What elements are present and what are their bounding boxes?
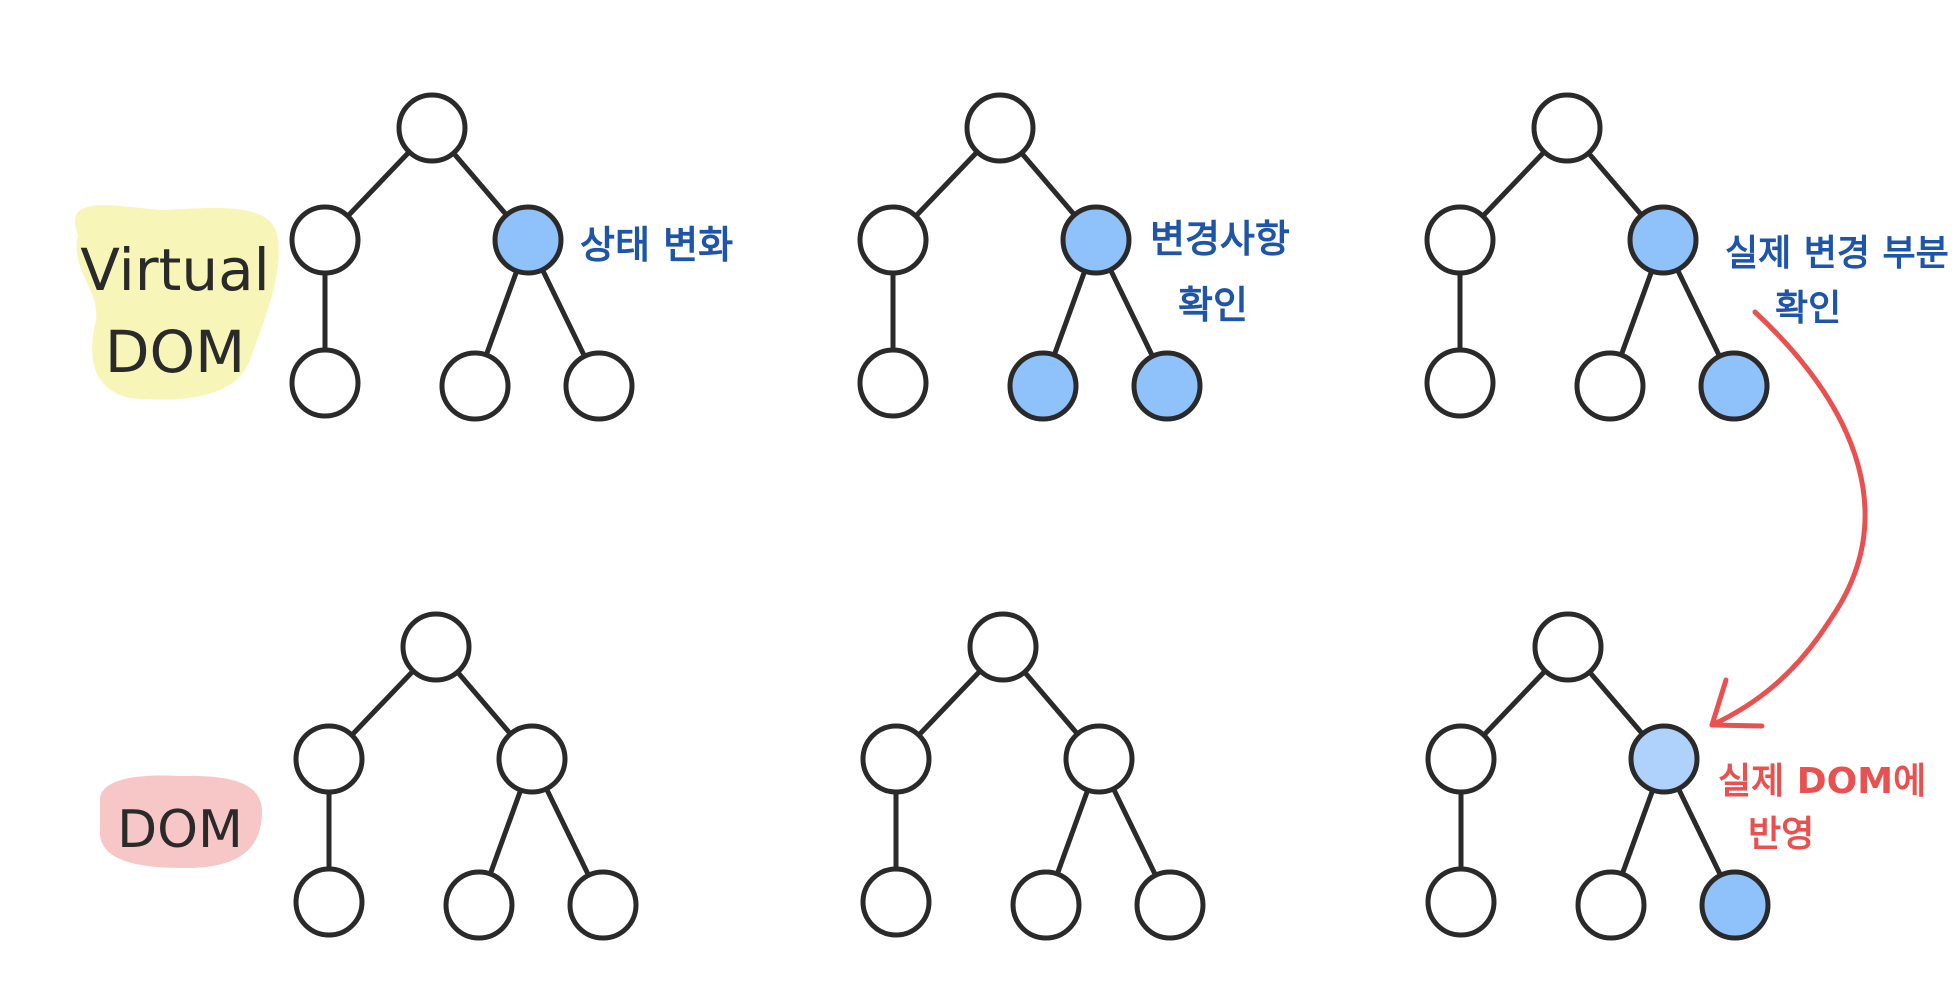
tree-edge-root-left-child	[916, 668, 983, 738]
tree-node-left-child	[289, 204, 361, 276]
tree-node-grandchild-right	[567, 869, 639, 941]
tree-node-grandchild-right	[1698, 350, 1770, 422]
virtual-label-line2: DOM	[105, 318, 245, 386]
tree-edge-root-left-child	[1480, 149, 1547, 219]
check-changes-line1: 변경사항	[1150, 217, 1290, 261]
tree-node-grandchild-left	[1425, 866, 1497, 938]
tree-edge-root-left-child	[1481, 668, 1548, 738]
virtual-label-line1: Virtual	[80, 236, 270, 304]
tree-node-grandchild-right	[1699, 869, 1771, 941]
tree-node-root	[967, 611, 1039, 683]
tree-node-grandchild-middle	[1007, 350, 1079, 422]
tree-node-right-child	[1060, 204, 1132, 276]
tree-node-root	[396, 92, 468, 164]
tree-node-root	[1531, 92, 1603, 164]
tree-node-left-child	[860, 723, 932, 795]
annotation-check-changes: 변경사항 확인	[1150, 217, 1290, 327]
tree-node-right-child	[1063, 723, 1135, 795]
tree-edge-root-right-child	[1585, 150, 1645, 218]
tree-node-left-child	[857, 204, 929, 276]
trees-layer	[289, 92, 1771, 941]
tree-edge-right-child-grandchild-middle	[1618, 268, 1655, 358]
tree-edge-root-left-child	[345, 149, 412, 219]
dom-label: DOM	[99, 775, 262, 868]
apply-dom-line2: 반영	[1748, 814, 1814, 855]
dom-tree-step-2	[860, 611, 1206, 941]
tree-node-root	[964, 92, 1036, 164]
tree-edge-right-child-grandchild-right	[1675, 786, 1724, 878]
tree-node-grandchild-middle	[439, 350, 511, 422]
tree-node-grandchild-left	[857, 347, 929, 419]
tree-node-root	[1532, 611, 1604, 683]
tree-node-grandchild-right	[1134, 869, 1206, 941]
check-actual-line2: 확인	[1775, 288, 1841, 329]
tree-edge-right-child-grandchild-middle	[1054, 787, 1091, 877]
tree-node-grandchild-middle	[1010, 869, 1082, 941]
tree-edge-root-right-child	[450, 150, 510, 218]
tree-node-grandchild-right	[563, 350, 635, 422]
tree-node-right-child	[492, 204, 564, 276]
annotation-state-change: 상태 변화	[580, 223, 733, 267]
tree-node-grandchild-left	[293, 866, 365, 938]
virtual-dom-tree-step-3	[1424, 92, 1770, 422]
tree-edge-right-child-grandchild-right	[1107, 267, 1156, 359]
tree-node-right-child	[1628, 723, 1700, 795]
virtual-dom-tree-step-1	[289, 92, 635, 422]
tree-edge-right-child-grandchild-right	[543, 786, 592, 878]
annotation-apply-dom: 실제 DOM에 반영	[1718, 761, 1926, 855]
tree-edge-right-child-grandchild-right	[1110, 786, 1159, 878]
tree-edge-right-child-grandchild-middle	[1619, 787, 1656, 877]
tree-node-left-child	[293, 723, 365, 795]
check-actual-line1: 실제 변경 부분	[1725, 233, 1949, 274]
virtual-dom-tree-step-2	[857, 92, 1203, 422]
tree-node-left-child	[1424, 204, 1496, 276]
red-arrow	[1709, 309, 1868, 729]
tree-edge-right-child-grandchild-right	[539, 267, 588, 359]
tree-node-root	[400, 611, 472, 683]
tree-node-right-child	[1627, 204, 1699, 276]
tree-node-grandchild-middle	[443, 869, 515, 941]
tree-edge-right-child-grandchild-middle	[483, 268, 520, 358]
state-change-text: 상태 변화	[580, 223, 733, 267]
dom-label-text: DOM	[117, 800, 243, 860]
tree-edge-right-child-grandchild-middle	[487, 787, 524, 877]
tree-edge-root-left-child	[349, 668, 416, 738]
tree-node-grandchild-middle	[1574, 350, 1646, 422]
tree-node-left-child	[1425, 723, 1497, 795]
tree-edge-root-right-child	[454, 669, 514, 737]
tree-node-grandchild-left	[860, 866, 932, 938]
tree-node-grandchild-middle	[1575, 869, 1647, 941]
tree-edge-right-child-grandchild-right	[1674, 267, 1723, 359]
dom-tree-step-1	[293, 611, 639, 941]
tree-node-grandchild-left	[289, 347, 361, 419]
check-changes-line2: 확인	[1178, 283, 1248, 327]
dom-tree-step-3	[1425, 611, 1771, 941]
tree-edge-right-child-grandchild-middle	[1051, 268, 1088, 358]
apply-dom-line1: 실제 DOM에	[1718, 761, 1926, 802]
tree-edge-root-right-child	[1586, 669, 1646, 737]
annotation-check-actual: 실제 변경 부분 확인	[1725, 233, 1949, 329]
tree-edge-root-right-child	[1018, 150, 1078, 218]
virtual-dom-label: Virtual DOM	[74, 205, 279, 400]
tree-node-grandchild-right	[1131, 350, 1203, 422]
tree-edge-root-left-child	[913, 149, 980, 219]
tree-node-grandchild-left	[1424, 347, 1496, 419]
tree-edge-root-right-child	[1021, 669, 1081, 737]
tree-node-right-child	[496, 723, 568, 795]
